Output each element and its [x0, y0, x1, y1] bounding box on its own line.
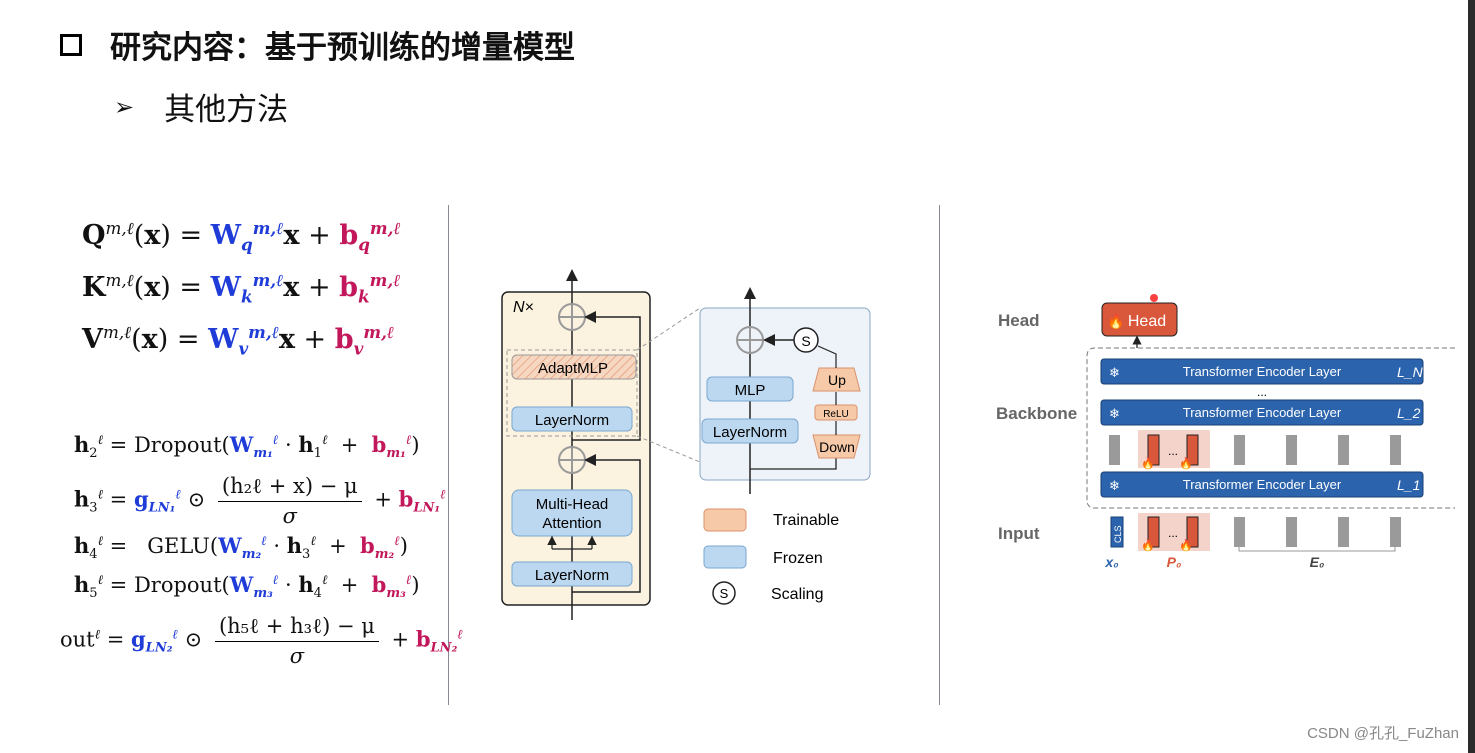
input-x0-label: x₀	[1104, 554, 1119, 570]
mha-label-1: Multi-Head	[536, 496, 609, 513]
arrow-bullet-icon: ➢	[114, 92, 135, 121]
backbone-frame	[1086, 347, 1455, 509]
adapter-region	[506, 349, 638, 437]
token	[1390, 517, 1401, 547]
encoder-layer-1-label: Transformer Encoder Layer	[1183, 477, 1342, 492]
backbone-row-label: Backbone	[996, 404, 1077, 423]
detail-mlp-block	[706, 376, 794, 402]
bullet-square-icon	[60, 33, 82, 56]
encoder-layer-2	[1100, 399, 1424, 426]
slide-subtitle: ➢ 其他方法	[114, 84, 288, 129]
up-projection-block	[812, 367, 861, 392]
detail-layernorm-label: LayerNorm	[713, 424, 787, 441]
token	[1338, 517, 1349, 547]
cursor-dot-icon	[1150, 294, 1158, 302]
mha-label-2: Attention	[542, 515, 601, 532]
adaptmlp-block	[511, 354, 637, 380]
fire-icon: 🔥	[1179, 457, 1193, 470]
encoder-layer-1-index: L_1	[1397, 477, 1420, 493]
encoder-layer-n-index: L_N	[1397, 364, 1424, 380]
encoder-layer-n	[1100, 358, 1424, 385]
layernorm-bottom-block	[511, 561, 633, 587]
slide-title: 研究内容：基于预训练的增量模型	[60, 22, 575, 67]
token	[1286, 435, 1297, 465]
svg-text:...: ...	[1168, 526, 1178, 540]
prompt-token	[1186, 434, 1199, 466]
slide-title-text: 研究内容：基于预训练的增量模型	[110, 30, 575, 66]
equation-h2: h2ℓ = Dropout(Wm₁ℓ · h1ℓ + bm₁ℓ)	[74, 432, 420, 462]
equation-h5: h5ℓ = Dropout(Wm₃ℓ · h4ℓ + bm₃ℓ)	[74, 572, 420, 602]
down-label: Down	[819, 439, 855, 455]
input-e0-label: E₀	[1310, 554, 1325, 570]
encoder-layer-2-index: L_2	[1397, 405, 1421, 421]
input-p0-label: P₀	[1167, 554, 1182, 570]
adaptmlp-label: AdaptMLP	[538, 360, 608, 377]
token	[1234, 435, 1245, 465]
legend-scaling-icon	[712, 581, 736, 605]
column-divider-left	[448, 205, 449, 705]
legend-frozen-swatch	[703, 545, 747, 569]
equation-v: Vm,ℓ(x) = Wvm,ℓx + bvm,ℓ	[82, 322, 395, 359]
head-block-label: Head	[1128, 313, 1166, 330]
token	[1109, 435, 1120, 465]
layernorm-top-block	[511, 406, 633, 432]
token	[1286, 517, 1297, 547]
fire-icon: 🔥	[1141, 539, 1155, 552]
svg-text:S: S	[801, 333, 810, 349]
encoder-layer-1	[1100, 471, 1424, 498]
relu-label: ReLU	[823, 409, 849, 420]
up-label: Up	[828, 372, 846, 388]
snowflake-icon: ❄	[1109, 478, 1120, 493]
layernorm-bottom-label: LayerNorm	[535, 567, 609, 584]
layernorm-top-label: LayerNorm	[535, 412, 609, 429]
adaptformer-diagram: N× AdaptMLP LayerNorm Multi-Head Attenti…	[501, 269, 871, 620]
watermark: CSDN @孔孔_FuZhan	[1307, 725, 1459, 742]
detail-layernorm-block	[701, 418, 799, 444]
legend-trainable-swatch	[703, 508, 747, 532]
mha-block	[511, 489, 633, 537]
token	[1390, 435, 1401, 465]
equation-h4: h4ℓ = GELU(Wm₂ℓ · h3ℓ + bm₂ℓ)	[74, 533, 408, 563]
legend-trainable-label: Trainable	[773, 512, 839, 529]
prompt-token	[1147, 516, 1160, 548]
head-row-label: Head	[998, 311, 1040, 330]
cls-token	[1110, 516, 1124, 548]
prompt-token	[1186, 516, 1199, 548]
fire-icon: 🔥	[1141, 457, 1155, 470]
legend-frozen-label: Frozen	[773, 550, 823, 567]
prompt-model-diagram: Head Backbone Input 🔥 Head ❄ Transformer…	[996, 294, 1455, 570]
encoder-layer-2-label: Transformer Encoder Layer	[1183, 405, 1342, 420]
snowflake-icon: ❄	[1109, 406, 1120, 421]
legend-scaling-label: Scaling	[771, 586, 823, 603]
window-edge	[1468, 0, 1475, 753]
token	[1234, 517, 1245, 547]
detail-mlp-label: MLP	[735, 382, 766, 399]
equation-k: Km,ℓ(x) = Wkm,ℓx + bkm,ℓ	[82, 270, 401, 307]
slide-subtitle-text: 其他方法	[164, 92, 289, 128]
column-divider-right	[939, 205, 940, 705]
fire-icon: 🔥	[1107, 313, 1124, 330]
input-row-label: Input	[998, 524, 1040, 543]
cls-token-label: CLS	[1113, 525, 1123, 543]
prompt-token	[1147, 434, 1160, 466]
svg-text:...: ...	[1168, 444, 1178, 458]
encoder-layer-n-label: Transformer Encoder Layer	[1183, 364, 1342, 379]
fire-icon: 🔥	[1179, 539, 1193, 552]
down-projection-block	[812, 434, 861, 459]
layer-ellipsis: ...	[1257, 385, 1267, 399]
repeat-label: N×	[513, 299, 534, 316]
svg-text:S: S	[720, 586, 729, 601]
equation-q: Qm,ℓ(x) = Wqm,ℓx + bqm,ℓ	[82, 218, 401, 255]
snowflake-icon: ❄	[1109, 365, 1120, 380]
token	[1338, 435, 1349, 465]
